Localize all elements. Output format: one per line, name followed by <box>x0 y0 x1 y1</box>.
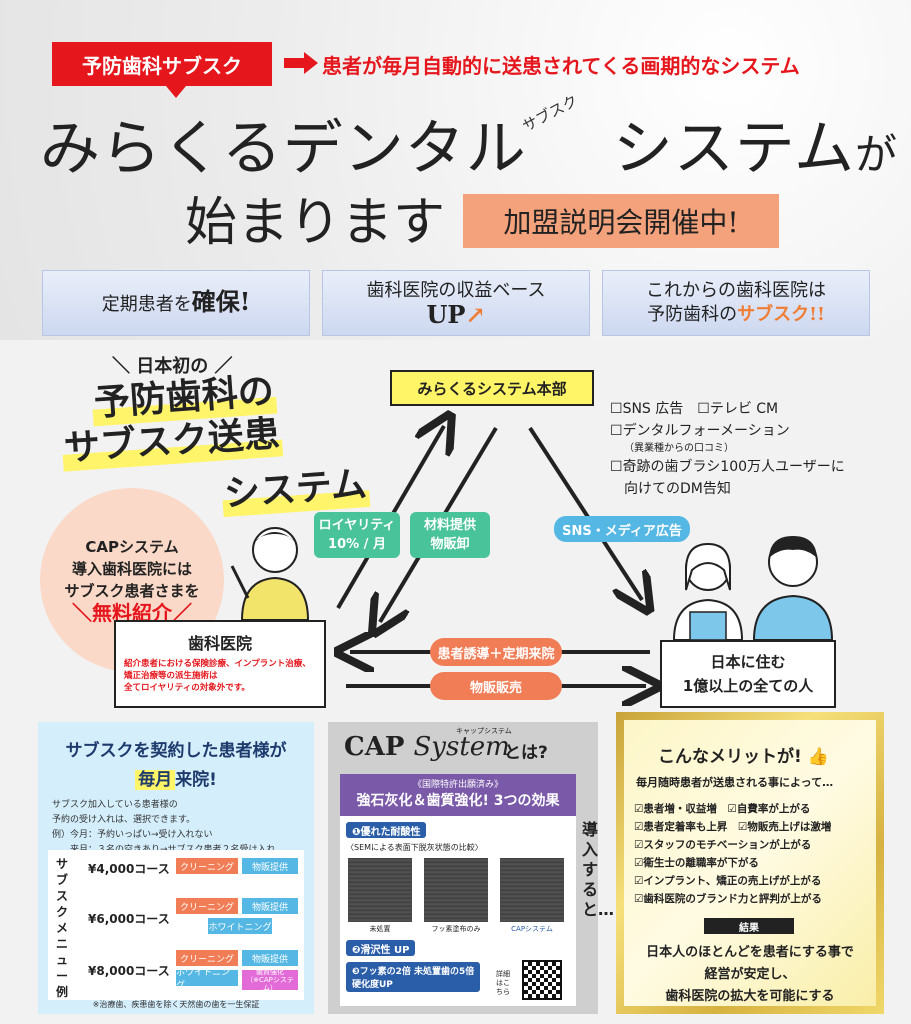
benefit-box-patients: 定期患者を確保! <box>42 270 310 336</box>
product-sales-label: 物販販売 <box>430 672 562 700</box>
sem-image-cap <box>500 858 564 922</box>
sem-image-untreated <box>348 858 412 922</box>
up-arrow-icon: ↗ <box>465 300 486 329</box>
sem-image-fluoride <box>424 858 488 922</box>
main-title: みらくるデンタルシステムが <box>40 114 899 184</box>
subscription-badge: 予防歯科サブスク <box>52 42 272 98</box>
patient-guide-label: 患者誘導＋定期来院 <box>430 638 562 666</box>
tagline: 患者が毎月自動的に送患されてくる画期的なシステム <box>322 54 800 78</box>
headline-line3: システム <box>220 462 371 518</box>
cap-system-panel: CAP System キャップシステム とは? 《国際特許出願済み》強石灰化＆歯… <box>328 722 598 1014</box>
merits-panel: こんなメリットが! 👍 毎月随時患者が送患される事によって… ☑患者増・収益増 … <box>616 712 884 1014</box>
thumbs-up-icon: 👍 <box>807 747 829 767</box>
arrow-right-icon <box>284 52 318 74</box>
benefit-box-revenue: 歯科医院の収益ベース UP↗ <box>322 270 590 336</box>
benefit-box-future: これからの歯科医院は 予防歯科のサブスク!! <box>602 270 870 336</box>
materials-label: 材料提供物販卸 <box>410 512 490 558</box>
sns-media-label: SNS・メディア広告 <box>554 516 690 542</box>
woman-icon <box>672 542 744 640</box>
miracle-hq-box: みらくるシステム本部 <box>390 370 594 406</box>
dental-clinic-box: 歯科医院 紹介患者における保険診療、インプラント治療、矯正治療等の派生施術は全て… <box>114 620 326 708</box>
subscription-menu: サブスクメニュー例 ¥4,000コース クリーニング 物販提供 ¥6,000コー… <box>48 850 304 1000</box>
briefing-session-banner[interactable]: 加盟説明会開催中! <box>463 194 779 248</box>
man-icon <box>752 536 834 640</box>
promotion-checklist: ☐SNS 広告 ☐テレビ CM ☐デンタルフォーメーション （異業種からの口コミ… <box>610 401 845 497</box>
after-introduction-label: 導入すると… <box>582 820 615 919</box>
subscription-panel: サブスクを契約した患者様が 毎月来院! サブスク加入している患者様の予約の受け入… <box>38 722 314 1014</box>
main-title-line2: 始まります <box>185 193 446 253</box>
dentist-icon <box>230 527 310 620</box>
qr-code-icon[interactable] <box>522 960 562 1000</box>
first-in-japan: ＼ 日本初の ／ <box>112 356 233 377</box>
